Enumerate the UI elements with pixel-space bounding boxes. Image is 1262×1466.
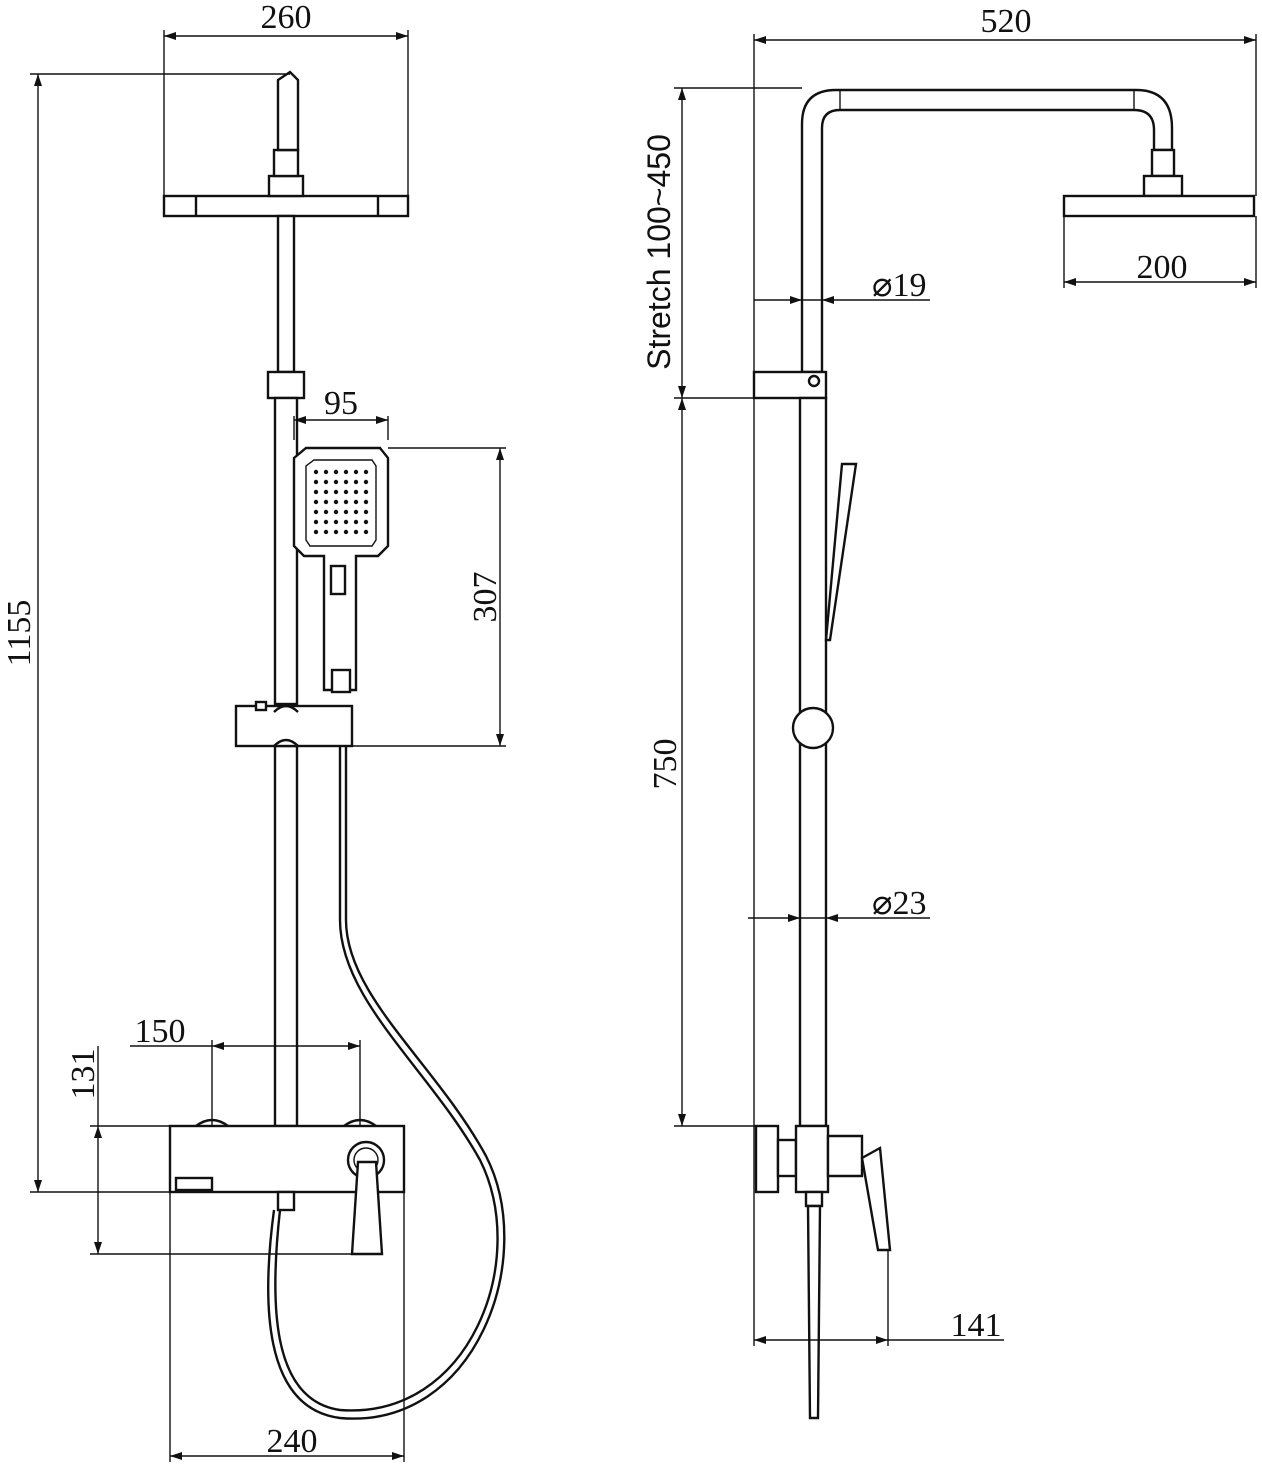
dim-mixer-height: 131	[65, 1049, 102, 1100]
spray-nozzle	[323, 509, 329, 515]
dim-rail-length: 750	[647, 739, 684, 790]
spray-nozzle	[323, 469, 329, 475]
spray-nozzle	[363, 479, 369, 485]
spray-nozzle	[353, 509, 359, 515]
spray-nozzle	[353, 479, 359, 485]
spray-nozzle	[343, 489, 349, 495]
stretch-range-label: Stretch 100~450	[641, 134, 677, 370]
hand-shower	[292, 446, 390, 694]
mixer-front	[168, 1118, 406, 1256]
spray-nozzle	[323, 529, 329, 535]
spray-nozzle	[323, 489, 329, 495]
riser-rail-side	[752, 370, 858, 1128]
spray-nozzle	[353, 529, 359, 535]
dim-mixer-width: 240	[267, 1423, 318, 1460]
dim-lower-tube-diameter: ⌀23	[872, 885, 926, 922]
spray-nozzle	[343, 509, 349, 515]
spray-nozzle	[313, 499, 319, 505]
dim-handshower-width: 95	[324, 385, 358, 422]
spray-nozzle	[363, 489, 369, 495]
spray-nozzle	[333, 499, 339, 505]
spray-nozzle	[313, 489, 319, 495]
spray-nozzle	[353, 489, 359, 495]
spray-nozzle	[363, 519, 369, 525]
overhead-arm-side	[800, 88, 1256, 374]
spray-nozzle	[353, 499, 359, 505]
dim-handshower-length: 307	[467, 572, 504, 623]
dim-inlet-spacing: 150	[135, 1013, 186, 1050]
dimension-lines-front	[30, 30, 506, 1462]
spray-nozzle	[343, 469, 349, 475]
spray-nozzle	[343, 519, 349, 525]
spray-nozzle	[333, 529, 339, 535]
dim-mixer-projection: 141	[951, 1307, 1002, 1344]
spray-nozzle	[343, 479, 349, 485]
spray-nozzle	[363, 529, 369, 535]
spray-nozzle	[333, 479, 339, 485]
spray-nozzle	[313, 519, 319, 525]
front-view: 260 1155 95 307 150 131 240	[1, 0, 506, 1462]
spray-nozzle	[363, 509, 369, 515]
dim-overhead-width: 260	[261, 0, 312, 36]
spray-nozzle	[333, 509, 339, 515]
spray-nozzle	[323, 519, 329, 525]
spray-nozzle	[363, 499, 369, 505]
spray-nozzle	[323, 479, 329, 485]
spray-nozzle	[323, 499, 329, 505]
dim-upper-tube-diameter: ⌀19	[872, 267, 926, 304]
riser-rail-front	[266, 214, 306, 1128]
mixer-side	[754, 1124, 892, 1420]
spray-nozzle	[313, 469, 319, 475]
spray-nozzle	[353, 519, 359, 525]
spray-nozzle	[313, 529, 319, 535]
spray-nozzle	[353, 469, 359, 475]
side-view: 520 Stretch 100~450 ⌀19 200 750 ⌀23 141	[641, 3, 1257, 1420]
overhead-head-front	[162, 70, 410, 218]
spray-nozzle	[313, 479, 319, 485]
slider-holder	[234, 700, 354, 748]
shower-hose	[274, 746, 499, 1412]
spray-nozzle	[333, 519, 339, 525]
dimension-lines-side	[674, 34, 1257, 1346]
spray-nozzle	[343, 499, 349, 505]
spray-nozzles	[313, 469, 369, 535]
spray-nozzle	[313, 509, 319, 515]
dim-head-depth: 200	[1137, 249, 1188, 286]
dim-arm-projection: 520	[981, 3, 1032, 40]
spray-nozzle	[333, 489, 339, 495]
spray-nozzle	[343, 529, 349, 535]
spray-nozzle	[333, 469, 339, 475]
dim-total-height: 1155	[1, 600, 38, 667]
spray-nozzle	[363, 469, 369, 475]
